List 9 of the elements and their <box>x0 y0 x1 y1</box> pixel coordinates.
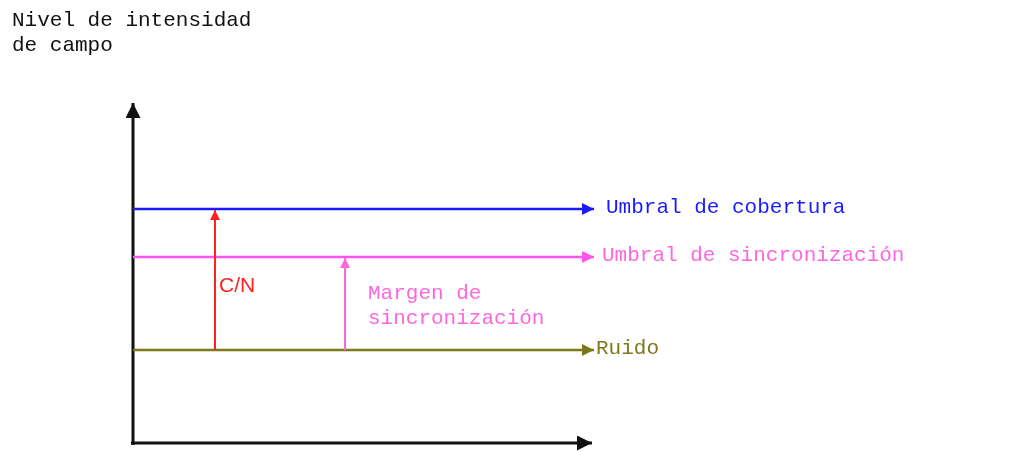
ratio-label: C/N <box>219 272 256 297</box>
margin-label: Margen de sincronización <box>368 281 546 331</box>
axis-title: Nivel de intensidad de campo <box>12 8 252 58</box>
line-label: Umbral de cobertura <box>594 195 846 220</box>
arrow <box>133 250 594 264</box>
line-label: Ruido <box>594 336 659 361</box>
arrow <box>133 202 594 216</box>
line-label: Umbral de sincronización <box>594 243 905 268</box>
arrow <box>133 343 594 357</box>
